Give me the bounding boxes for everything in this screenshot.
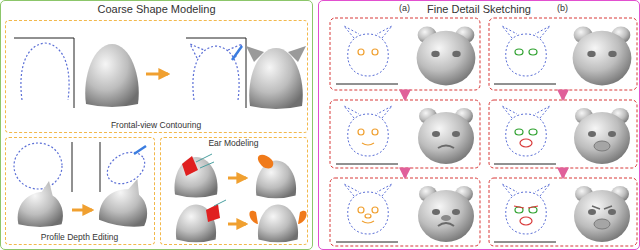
- ear-stroke: [196, 154, 214, 168]
- ear-sketch: [190, 44, 204, 58]
- step-arrow: [404, 90, 407, 99]
- eye-stroke: [358, 49, 364, 55]
- face-sketch: [494, 106, 556, 164]
- dome-shape: [85, 44, 139, 107]
- node-label: (b): [555, 3, 570, 13]
- head-shape: [256, 160, 296, 198]
- snout-detail: [594, 219, 610, 229]
- nose-stroke: [365, 214, 371, 218]
- node-label: (a): [397, 3, 412, 13]
- eye-stroke: [372, 129, 378, 135]
- detail-strokes: [358, 49, 378, 223]
- eye-stroke: [529, 129, 537, 135]
- node-label: Coarse Shape Modeling: [95, 3, 217, 16]
- eye-stroke: [372, 49, 378, 55]
- ear-model: [258, 155, 273, 169]
- step-frame: [489, 178, 637, 246]
- face-model: [573, 27, 632, 86]
- brow-stroke: [514, 206, 538, 208]
- sub-panel: Profile Depth Editing: [5, 137, 155, 245]
- ear-region: [206, 204, 220, 222]
- canvas-frame: [186, 38, 246, 108]
- face-model: [574, 186, 630, 242]
- node-label: Fine Detail Sketching: [425, 3, 533, 16]
- eye-stroke: [529, 49, 537, 55]
- step-arrow: [404, 168, 407, 177]
- face-model: [574, 108, 630, 164]
- contour-sketch: [193, 46, 239, 100]
- eye-stroke: [515, 49, 523, 55]
- eared-shape: [246, 46, 306, 109]
- step-frame: [330, 178, 480, 246]
- snout-stroke: [520, 139, 532, 147]
- node-label: Profile Depth Editing: [39, 233, 121, 243]
- mouth-stroke: [362, 143, 374, 145]
- face-sketch: [336, 106, 398, 164]
- contour-sketch: [21, 43, 69, 100]
- step-arrow: [228, 177, 246, 180]
- panel: Fine Detail Sketching (a) (b): [318, 0, 640, 250]
- profile-sketch: [102, 146, 151, 190]
- user-stroke: [232, 46, 242, 60]
- face-sketch: [494, 26, 556, 84]
- face-sketch: [336, 184, 398, 242]
- canvas-frame: [100, 142, 101, 192]
- horn-shape: [18, 181, 63, 227]
- step-arrow: [72, 209, 92, 212]
- eye-stroke: [358, 207, 364, 213]
- step-arrow: [146, 73, 168, 76]
- ear-model: [249, 211, 258, 224]
- canvas-frame: [72, 142, 73, 192]
- eye-stroke: [372, 207, 378, 213]
- head-shape: [258, 204, 298, 242]
- eye-stroke: [358, 129, 364, 135]
- ear-model: [298, 211, 307, 224]
- sub-panel: Ear Modeling: [160, 137, 308, 245]
- step-arrow: [562, 168, 565, 177]
- snout-stroke: [520, 217, 532, 225]
- face-sketch: [336, 26, 398, 84]
- step-frame: [330, 18, 480, 90]
- step-arrow: [228, 223, 246, 226]
- ear-region: [182, 156, 198, 176]
- face-model: [418, 108, 474, 164]
- panel: Coarse Shape ModelingFrontal-view Contou…: [0, 0, 313, 250]
- mouth-stroke: [362, 221, 374, 223]
- user-stroke: [134, 146, 146, 154]
- mouth-detail: [438, 146, 454, 149]
- face-sketch: [494, 184, 556, 242]
- step-frame: [489, 18, 637, 90]
- step-frame: [489, 100, 637, 168]
- eye-stroke: [515, 129, 523, 135]
- detail-strokes: [514, 49, 538, 225]
- node-label: Ear Modeling: [206, 139, 260, 149]
- nose-detail: [441, 215, 451, 221]
- sub-panel: Frontal-view Contouring: [5, 20, 308, 133]
- step-arrow: [562, 90, 565, 99]
- horn-shape: [98, 175, 152, 230]
- step-frame: [330, 100, 480, 168]
- face-model: [417, 27, 476, 86]
- node-label: Frontal-view Contouring: [109, 121, 203, 131]
- canvas-frame: [14, 38, 74, 108]
- snout-detail: [594, 141, 610, 151]
- ear-stroke: [214, 200, 226, 206]
- mouth-detail: [438, 223, 454, 226]
- face-model: [418, 186, 474, 242]
- brow-detail: [592, 206, 612, 209]
- profile-sketch: [14, 143, 62, 189]
